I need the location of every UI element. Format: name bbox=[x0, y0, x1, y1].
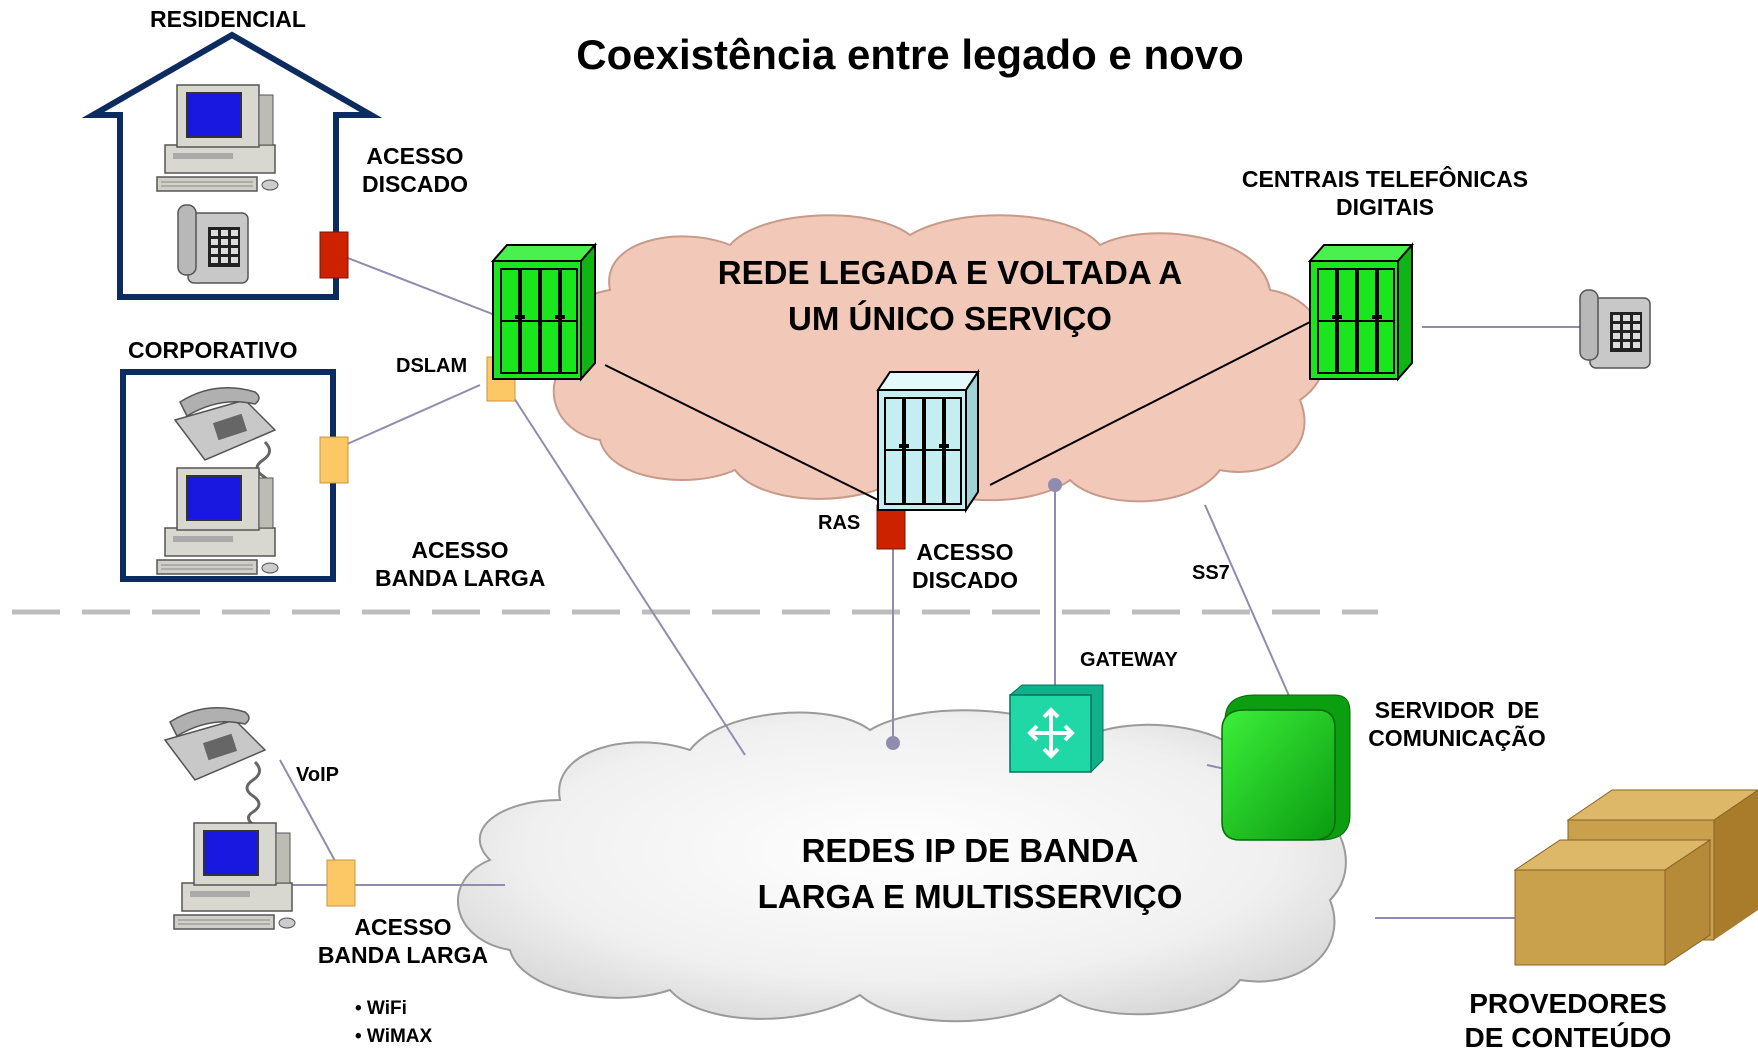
comm-server-line-2: COMUNICAÇÃO bbox=[1368, 724, 1546, 751]
ip-cloud-label: REDES IP DE BANDA LARGA E MULTISSERVIÇO bbox=[690, 828, 1250, 920]
content-provider-boxes bbox=[1513, 789, 1758, 966]
ss7-label: SS7 bbox=[1192, 562, 1230, 584]
communication-server bbox=[1221, 694, 1351, 841]
dial-access-mid-line-1: ACESSO bbox=[916, 539, 1014, 565]
dial-access-top-line-1: ACESSO bbox=[366, 143, 464, 169]
dial-access-mid-line-2: DISCADO bbox=[911, 566, 1019, 593]
corporate-building bbox=[120, 369, 336, 582]
page-title: Coexistência entre legado e novo bbox=[576, 31, 1244, 78]
legacy-cloud-line-2: UM ÚNICO SERVIÇO bbox=[788, 300, 1112, 338]
content-providers-label: PROVEDORES DE CONTEÚDO bbox=[1448, 987, 1688, 1054]
dial-access-mid-label: ACESSO DISCADO bbox=[895, 539, 1035, 594]
telephone-right bbox=[1579, 289, 1651, 369]
ip-network-cloud bbox=[456, 709, 1347, 1023]
exchanges-line-1: CENTRAIS TELEFÔNICAS bbox=[1241, 166, 1529, 192]
broadband-access-left-label: ACESSO BANDA LARGA bbox=[375, 537, 545, 592]
broadband-access-bottom-label: ACESSO BANDA LARGA bbox=[293, 914, 513, 969]
voip-label: VoIP bbox=[296, 764, 339, 786]
gateway-router bbox=[1009, 684, 1104, 773]
legacy-cloud-label: REDE LEGADA E VOLTADA A UM ÚNICO SERVIÇO bbox=[660, 250, 1240, 342]
corporate-label: CORPORATIVO bbox=[128, 337, 298, 363]
wireless-item-wifi: • WiFi bbox=[355, 998, 407, 1019]
gateway-label: GATEWAY bbox=[1080, 649, 1178, 671]
voip-computer bbox=[173, 822, 296, 930]
voip-phone bbox=[163, 706, 267, 828]
wireless-item-wimax: • WiMAX bbox=[355, 1025, 433, 1047]
exchanges-line-2: DIGITAIS bbox=[1336, 193, 1434, 220]
broadband-access-left-line-1: ACESSO bbox=[411, 537, 509, 563]
dial-access-top-line-2: DISCADO bbox=[361, 170, 469, 197]
ras-rack bbox=[876, 368, 980, 514]
dial-modem-residential bbox=[319, 231, 349, 279]
legacy-cloud-line-1: REDE LEGADA E VOLTADA A bbox=[717, 254, 1183, 291]
content-providers-line-1: PROVEDORES bbox=[1469, 988, 1667, 1019]
broadband-access-left-line-2: BANDA LARGA bbox=[375, 564, 546, 591]
ip-cloud-line-1: REDES IP DE BANDA bbox=[801, 832, 1139, 869]
broadband-access-bottom-line-1: ACESSO bbox=[354, 914, 452, 940]
broadband-modem-corporate bbox=[319, 436, 349, 484]
dslam-switch-rack bbox=[492, 244, 596, 380]
residential-label: RESIDENCIAL bbox=[150, 6, 306, 32]
ip-cloud-line-2: LARGA E MULTISSERVIÇO bbox=[757, 878, 1183, 916]
comm-server-label: SERVIDOR DE COMUNICAÇÃO bbox=[1347, 697, 1567, 752]
content-providers-line-2: DE CONTEÚDO bbox=[1464, 1021, 1672, 1053]
network-links bbox=[237, 239, 1580, 919]
legacy-network-cloud bbox=[552, 214, 1327, 503]
ras-modem bbox=[876, 504, 906, 550]
digital-exchange-rack bbox=[1309, 244, 1413, 380]
wireless-list: • WiFi • WiMAX bbox=[355, 995, 432, 1050]
dial-access-top-label: ACESSO DISCADO bbox=[345, 143, 485, 198]
broadband-modem-bottom bbox=[326, 859, 356, 907]
broadband-access-bottom-line-2: BANDA LARGA bbox=[317, 941, 489, 968]
ras-label: RAS bbox=[818, 512, 861, 534]
exchanges-label: CENTRAIS TELEFÔNICAS DIGITAIS bbox=[1205, 166, 1565, 221]
dslam-label: DSLAM bbox=[396, 355, 468, 377]
comm-server-line-1: SERVIDOR DE bbox=[1374, 697, 1540, 723]
